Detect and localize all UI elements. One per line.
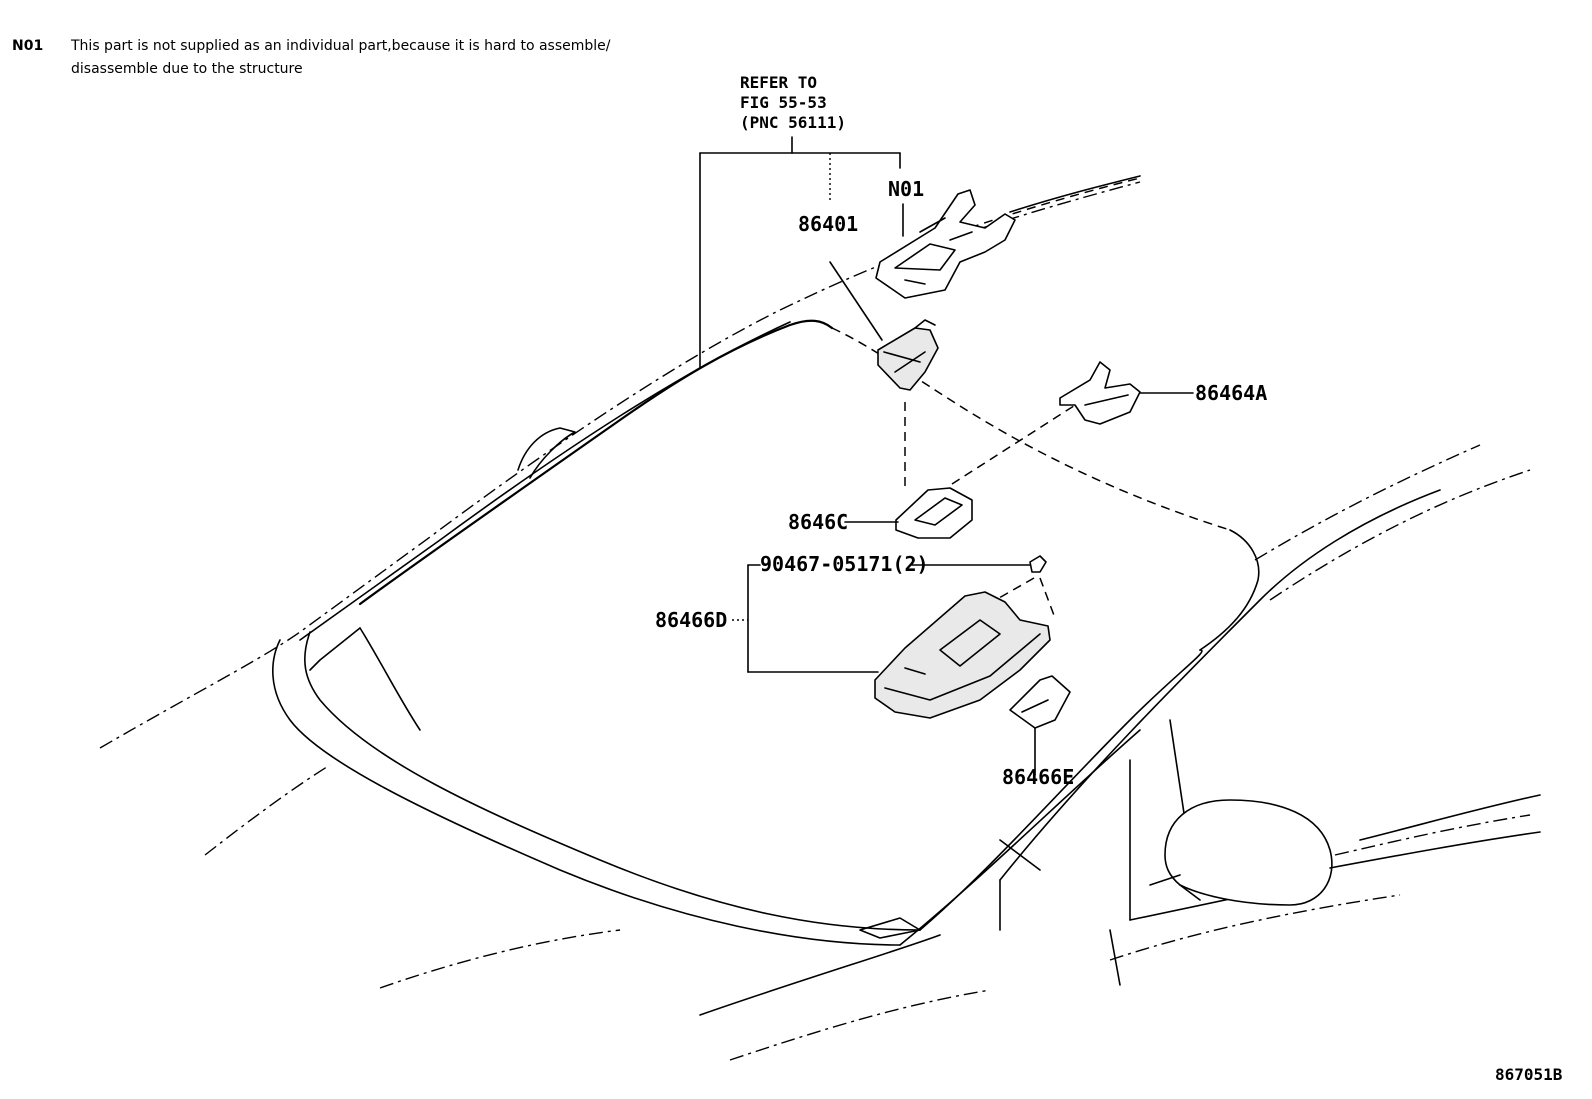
part-90467-clip: 90467-05171(2) <box>760 552 1056 619</box>
part-86466e-cover: 86466E <box>1002 675 1074 789</box>
note-text-line2: disassemble due to the structure <box>71 61 303 77</box>
refer-text-line3: (PNC 56111) <box>740 113 846 132</box>
label-86401: 86401 <box>798 212 858 236</box>
refer-text-line1: REFER TO <box>740 73 817 92</box>
label-8646c: 8646C <box>788 510 848 534</box>
label-n01: N01 <box>888 177 924 201</box>
note-text-line1: This part is not supplied as an individu… <box>70 38 611 54</box>
label-86466e: 86466E <box>1002 765 1074 789</box>
refer-to-callout: REFER TO FIG 55-53 (PNC 56111) <box>699 73 901 369</box>
note-code: N01 <box>12 38 43 54</box>
part-86466d-console: 86466D <box>655 564 1051 719</box>
part-86464a-cover: 86464A <box>1059 361 1267 425</box>
vehicle-outline <box>99 175 1541 1061</box>
label-86466d: 86466D <box>655 608 727 632</box>
label-90467: 90467-05171(2) <box>760 552 929 576</box>
guide-8646c-to-86464a <box>951 401 1081 485</box>
label-86464a: 86464A <box>1195 381 1267 405</box>
part-86401-sensor: 86401 <box>798 212 939 391</box>
refer-text-line2: FIG 55-53 <box>740 93 827 112</box>
part-8646c-bracket: 8646C <box>788 487 973 539</box>
part-n01-bracket: N01 <box>875 177 1016 299</box>
figure-id: 867051B <box>1495 1065 1563 1084</box>
